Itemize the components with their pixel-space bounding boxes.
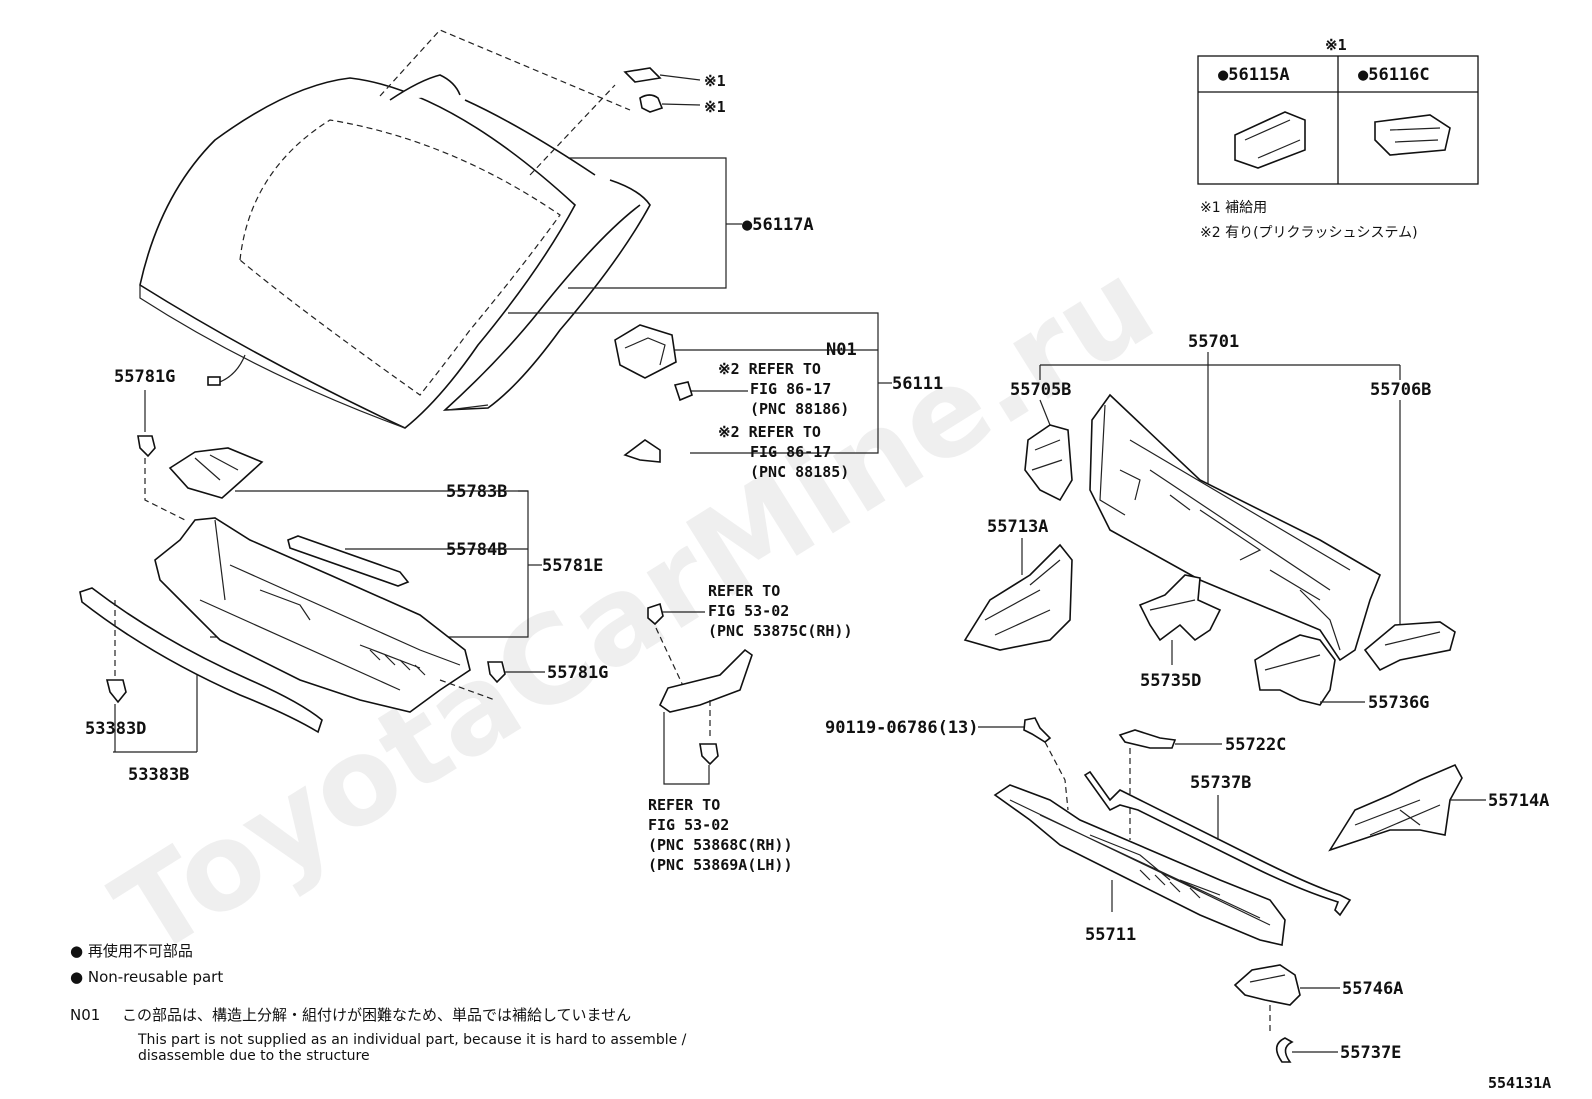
callout-55706B: 55706B: [1370, 380, 1431, 400]
legend-jp: ● 再使用不可部品: [70, 942, 193, 960]
inset-col1-label: ●56115A: [1218, 65, 1290, 85]
callout-N01: N01: [826, 340, 857, 360]
ref4-line2: FIG 53-02: [648, 816, 729, 834]
footnote-x1: ※1 補給用: [1200, 200, 1267, 216]
callout-55783B: 55783B: [446, 482, 507, 502]
callout-53383B: 53383B: [128, 765, 189, 785]
callout-55705B: 55705B: [1010, 380, 1071, 400]
callout-90119: 90119-06786(13): [825, 718, 979, 738]
callout-55746A: 55746A: [1342, 979, 1403, 999]
ref2-line2: FIG 86-17: [750, 443, 831, 461]
legend-n01-en1: This part is not supplied as an individu…: [137, 1032, 687, 1048]
ref4-line4: (PNC 53869A(LH)): [648, 856, 793, 874]
cowl-top-piece: [168, 447, 264, 499]
ref4-line1: REFER TO: [648, 796, 720, 814]
seal-53868C: [658, 648, 753, 713]
seal-55784B: [287, 535, 410, 587]
duct-55736G: [1254, 634, 1336, 706]
cowl-lower-55711: [993, 784, 1286, 946]
ref1-line2: FIG 86-17: [750, 380, 831, 398]
bolt-90119: [1023, 717, 1052, 743]
ref1-line1: ※2 REFER TO: [718, 360, 821, 378]
callout-56111: 56111: [892, 374, 943, 394]
clip-53875C: [647, 602, 664, 626]
bracket-55705B: [1024, 424, 1073, 502]
ref1-line3: (PNC 88186): [750, 400, 849, 418]
callout-x1b: ※1: [704, 98, 726, 116]
windshield-glass: [139, 77, 576, 429]
cowl-panel-55701: [1089, 393, 1381, 662]
ref3-line1: REFER TO: [708, 582, 780, 600]
inset-table: [1197, 55, 1479, 185]
callout-55714A: 55714A: [1488, 791, 1549, 811]
callout-55784B: 55784B: [446, 540, 507, 560]
clip-55781G-top: [137, 435, 156, 458]
sensor-cover-1: [673, 381, 693, 402]
callout-55701: 55701: [1188, 332, 1239, 352]
ref3-line2: FIG 53-02: [708, 602, 789, 620]
side-panel-55713A: [963, 543, 1073, 651]
bracket-55746A: [1233, 964, 1301, 1006]
inset-header-mark: ※1: [1325, 36, 1347, 54]
callout-55735D: 55735D: [1140, 671, 1201, 691]
bracket-55706B: [1363, 621, 1456, 672]
legend-n01-label: N01: [70, 1006, 100, 1024]
sensor-bracket: [614, 324, 677, 379]
ref4-line3: (PNC 53868C(RH)): [648, 836, 793, 854]
callout-55781E: 55781E: [542, 556, 603, 576]
clip-parts-top: [623, 67, 664, 113]
ref2-line3: (PNC 88185): [750, 463, 849, 481]
callout-55736G: 55736G: [1368, 693, 1429, 713]
clip-53868C: [699, 743, 719, 766]
duct-55735D: [1138, 574, 1222, 642]
legend-n01-en2: disassemble due to the structure: [138, 1048, 370, 1064]
callout-55737B: 55737B: [1190, 773, 1251, 793]
wire-55737B: [1083, 770, 1352, 917]
callout-55781G-mid: 55781G: [547, 663, 608, 683]
legend-n01-jp: この部品は、構造上分解・組付けが困難なため、単品では補給していません: [122, 1006, 631, 1024]
bracket-55722C: [1118, 729, 1177, 749]
footnote-x2: ※2 有り(プリクラッシュシステム): [1200, 225, 1418, 241]
windshield-moulding: [389, 74, 651, 411]
ref3-line3: (PNC 53875C(RH)): [708, 622, 853, 640]
ref2-line1: ※2 REFER TO: [718, 423, 821, 441]
callout-56117A: ●56117A: [742, 215, 814, 235]
callout-55781G-top: 55781G: [114, 367, 175, 387]
hood-seal-53383B: [79, 587, 323, 734]
clip-55781G-mid: [487, 661, 506, 684]
figure-id: 554131A: [1488, 1074, 1551, 1092]
callout-55737E: 55737E: [1340, 1043, 1401, 1063]
legend-en: ● Non-reusable part: [70, 968, 223, 986]
callout-55711: 55711: [1085, 925, 1136, 945]
sensor-cover-2: [623, 439, 661, 463]
inset-col2-label: ●56116C: [1358, 65, 1430, 85]
panel-55714A: [1328, 763, 1463, 852]
clip-55737E: [1275, 1037, 1294, 1063]
callout-55713A: 55713A: [987, 517, 1048, 537]
callout-x1a: ※1: [704, 72, 726, 90]
cowl-louver: [154, 517, 471, 713]
callout-53383D: 53383D: [85, 719, 146, 739]
callout-55722C: 55722C: [1225, 735, 1286, 755]
clip-53383D: [105, 679, 127, 704]
